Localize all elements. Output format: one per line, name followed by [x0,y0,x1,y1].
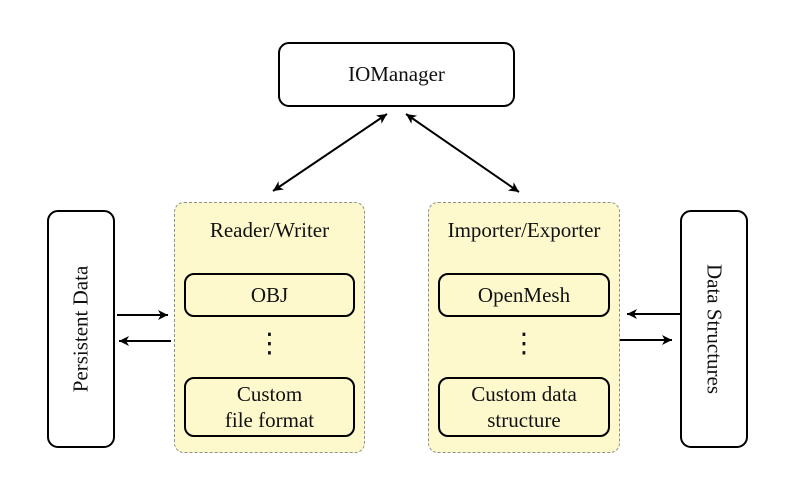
group-title-importer-exporter: Importer/Exporter [447,218,601,242]
node-persistent-data: Persistent Data [47,210,115,448]
ellipsis-reader-writer: ⋮ [256,328,283,359]
group-importer-exporter: Importer/Exporter OpenMesh ⋮ Custom data… [428,202,620,453]
data-structures-label: Data Structures [702,263,727,395]
node-obj: OBJ [184,273,355,317]
arrow-iomanager-importer-exporter [405,113,520,193]
group-reader-writer: Reader/Writer OBJ ⋮ Custom file format [174,202,365,453]
node-custom-data-structure: Custom data structure [438,377,610,437]
custom-data-structure-label: Custom data structure [471,381,577,432]
node-iomanager: IOManager [278,42,515,107]
custom-file-format-label: Custom file format [224,381,315,432]
node-custom-file-format: Custom file format [184,377,355,437]
arrow-iomanager-reader-writer [272,113,388,192]
iomanager-label: IOManager [348,62,445,86]
ellipsis-importer-exporter: ⋮ [510,328,538,359]
group-title-reader-writer: Reader/Writer [209,218,330,242]
node-data-structures: Data Structures [680,210,748,448]
openmesh-label: OpenMesh [477,282,571,307]
persistent-data-label: Persistent Data [68,265,93,393]
obj-label: OBJ [250,282,289,307]
node-openmesh: OpenMesh [438,273,610,317]
